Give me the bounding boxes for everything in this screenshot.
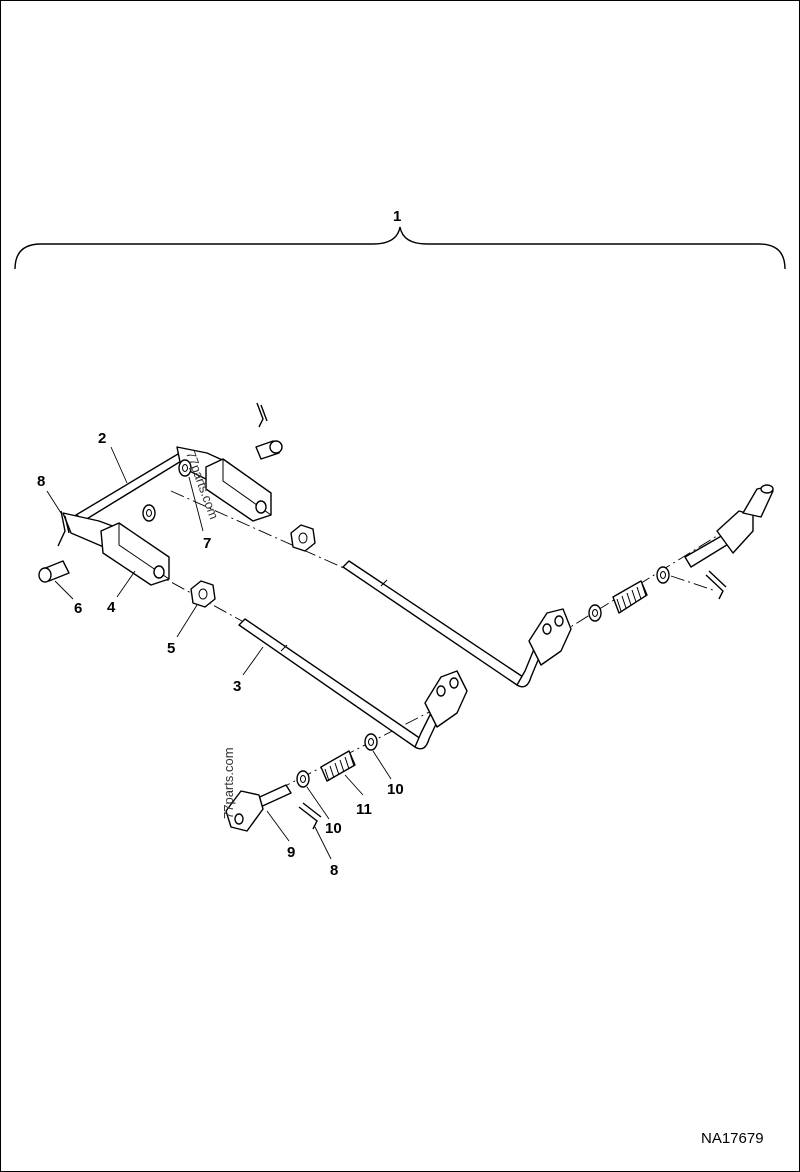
callout-2: 2 (98, 430, 106, 447)
callout-4: 4 (107, 599, 116, 616)
leader-10l (306, 786, 330, 820)
center-line-upper (170, 490, 347, 570)
callout-3: 3 (233, 678, 241, 695)
pivot-bracket-right (716, 510, 754, 554)
leader-8b (314, 826, 332, 860)
pivot-bracket-left-hole (234, 813, 244, 825)
watermark-2: 77parts.com (221, 747, 236, 819)
washer-left-b-hole (300, 775, 306, 783)
nut-lower (190, 580, 216, 608)
cotter-pin-top (256, 402, 268, 428)
long-rod-lower (238, 618, 422, 748)
washer-left-a (364, 733, 378, 751)
washer-upper-left-hole (146, 509, 152, 517)
callout-7: 7 (203, 535, 211, 552)
callout-10-left: 10 (325, 820, 342, 837)
callout-10-right: 10 (387, 781, 404, 798)
lever-block-right-top (222, 459, 272, 516)
callout-1: 1 (393, 208, 401, 225)
lever-hole-right (255, 500, 267, 514)
washer-upper-right-hole (182, 464, 188, 472)
leader-5 (176, 604, 198, 638)
washer-left-b (296, 770, 310, 788)
nut-upper-hole (298, 532, 308, 544)
washer-upper-left (142, 504, 156, 522)
upper-rod (75, 450, 192, 521)
leader-10r (372, 750, 392, 780)
bracket-upper-hole2 (554, 615, 564, 627)
leader-8a (46, 490, 62, 514)
leader-3 (242, 646, 264, 676)
long-rod-lower-thread (280, 644, 288, 652)
callout-11: 11 (356, 801, 372, 818)
clevis-pin-right-head (269, 440, 283, 454)
leader-6 (54, 580, 74, 600)
washer-upper-right (178, 459, 192, 477)
callout-8-right: 8 (330, 862, 338, 879)
washer-right-a-hole (592, 609, 598, 617)
assembly-bracket (14, 226, 786, 270)
cotter-pin-right (705, 570, 727, 600)
bracket-lower-hole2 (449, 677, 459, 689)
lever-hole-left (153, 565, 165, 579)
callout-5: 5 (167, 640, 175, 657)
nut-lower-hole (198, 588, 208, 600)
cotter-pin-left-upper (57, 510, 70, 547)
drawing-number: NA17679 (701, 1130, 764, 1147)
spring-left (320, 750, 356, 782)
callout-9: 9 (287, 844, 295, 861)
washer-right-b (656, 566, 670, 584)
washer-left-a-hole (368, 738, 374, 746)
pivot-tube-right-end (760, 484, 774, 494)
leader-11 (344, 774, 364, 796)
nut-upper (290, 524, 316, 552)
callout-6: 6 (74, 600, 82, 617)
long-rod-upper-thread (380, 579, 388, 587)
bracket-upper-hole1 (542, 623, 552, 635)
leader-9 (266, 810, 290, 842)
lever-block-left-top (118, 523, 170, 580)
cotter-pin-left-lower (298, 802, 322, 830)
center-line-cotter-right (670, 575, 717, 592)
callout-8-left: 8 (37, 473, 45, 490)
leader-7 (188, 476, 204, 532)
center-line-right-pin (555, 520, 742, 637)
long-rod-upper (342, 560, 524, 686)
leader-4 (116, 570, 136, 598)
bracket-lower-hole1 (436, 685, 446, 697)
washer-right-b-hole (660, 571, 666, 579)
washer-right-a (588, 604, 602, 622)
spring-right (612, 580, 648, 614)
leader-2 (110, 446, 128, 484)
clevis-pin-left-head (38, 567, 52, 583)
